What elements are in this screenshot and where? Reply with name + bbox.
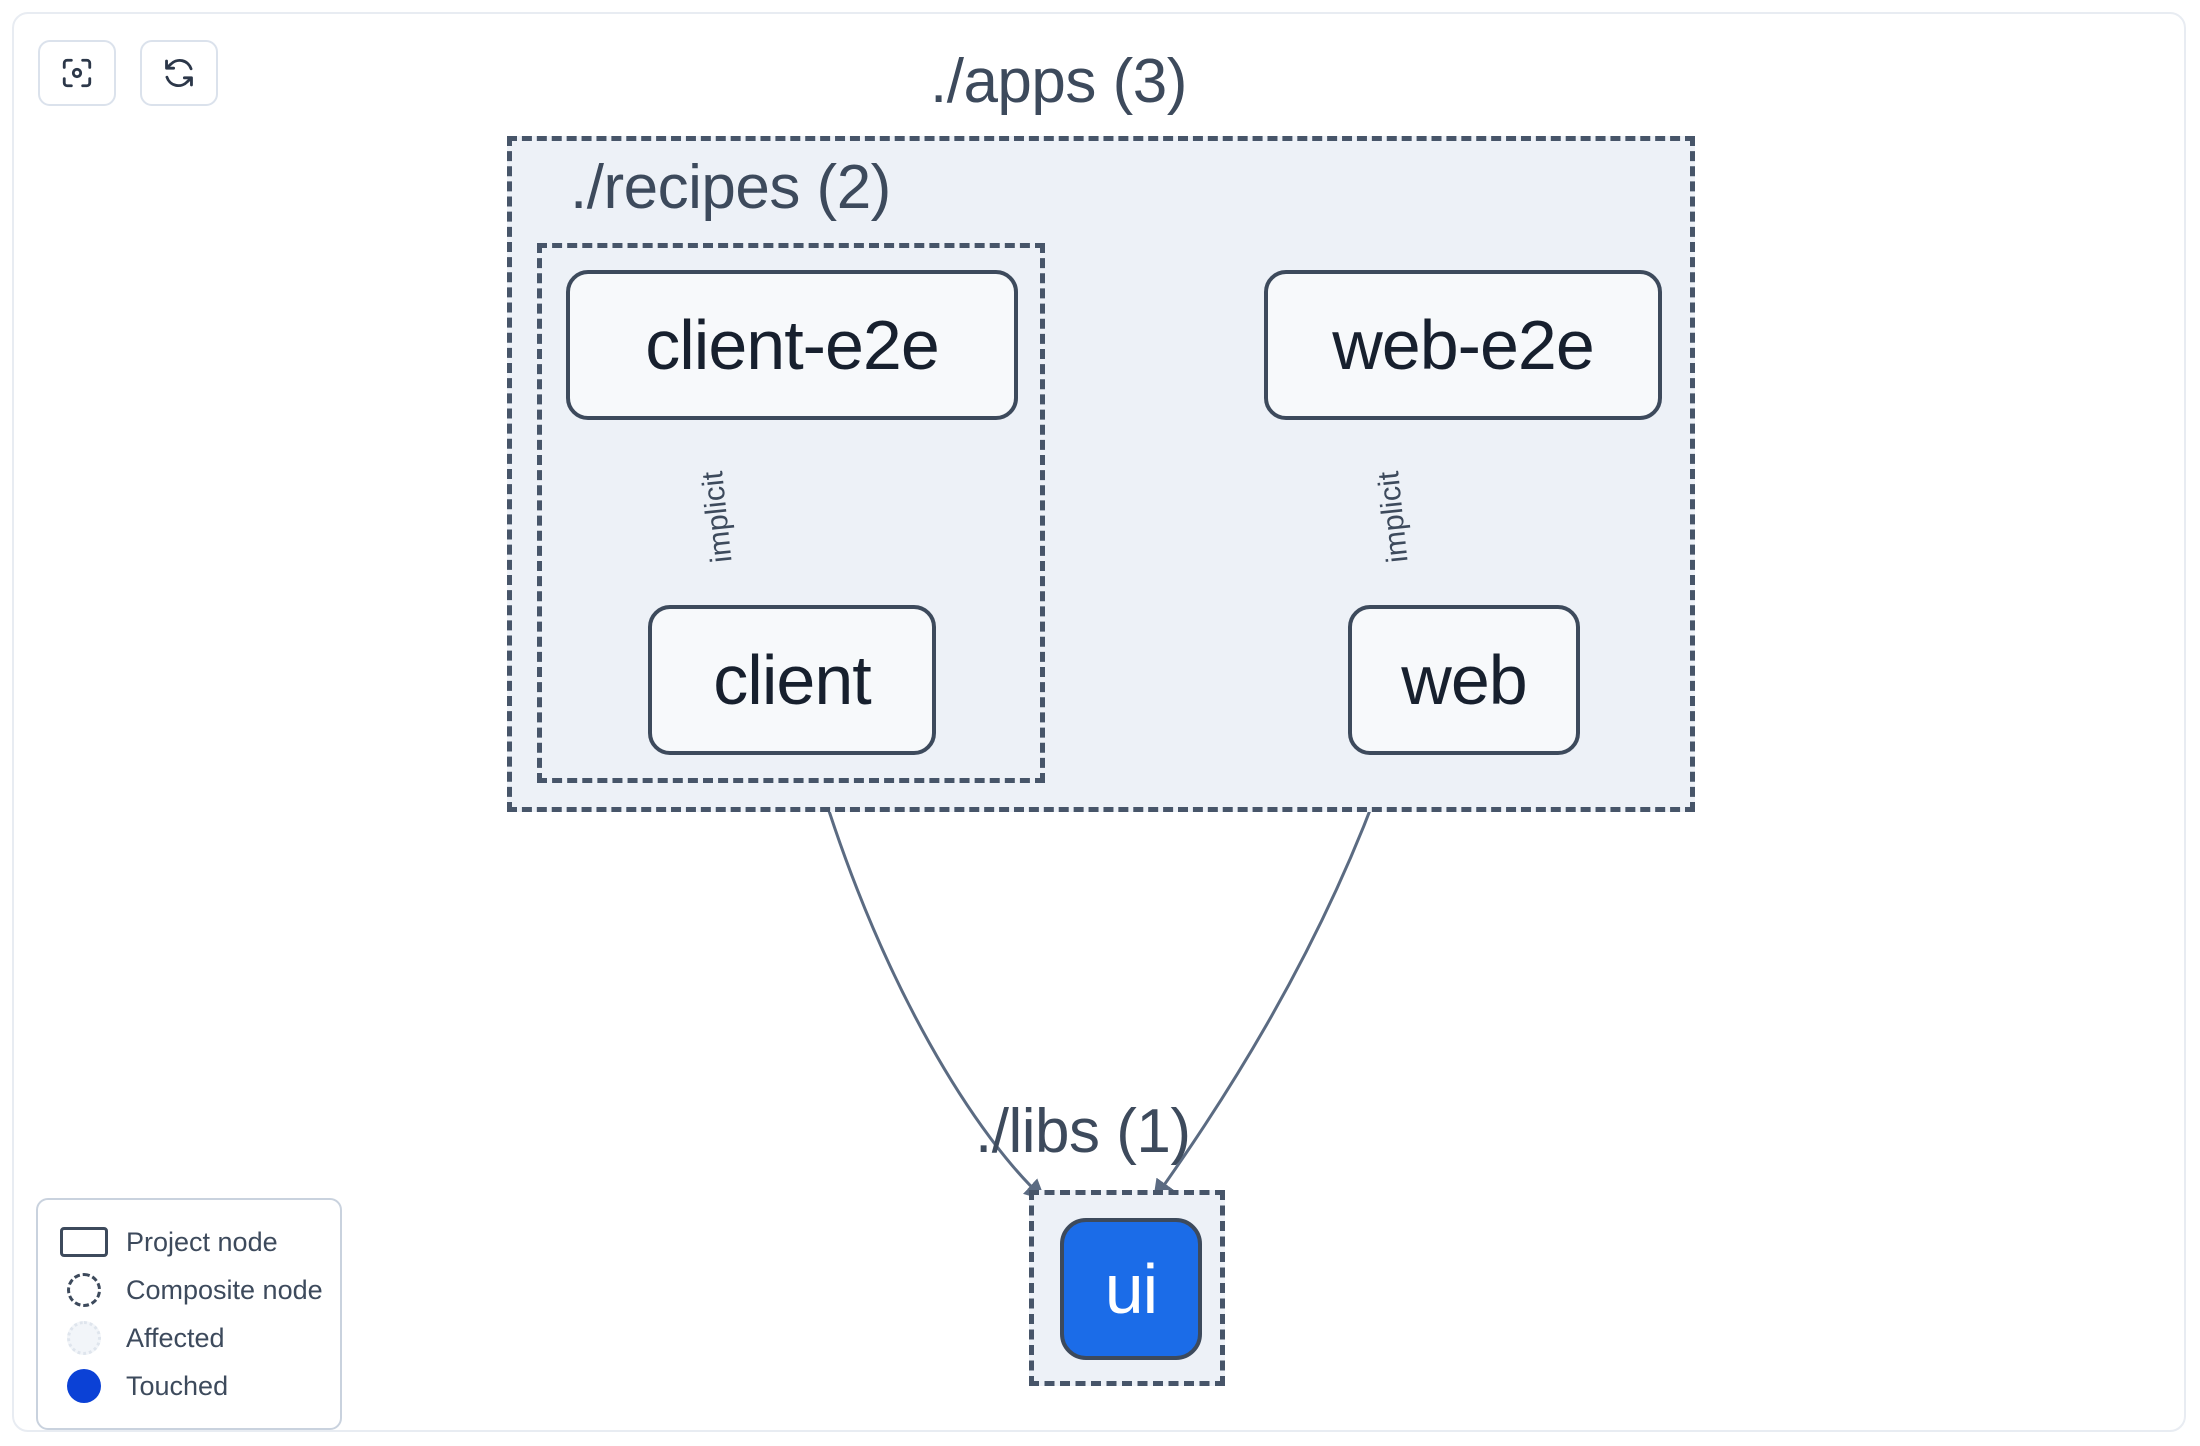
legend-item-composite-node: Composite node — [56, 1266, 323, 1314]
node-label: client-e2e — [645, 306, 940, 384]
legend-item-label: Project node — [126, 1226, 278, 1257]
legend-item-label: Touched — [126, 1370, 229, 1401]
affected-swatch — [56, 1321, 112, 1355]
legend-item-affected: Affected — [56, 1314, 320, 1362]
node-label: web-e2e — [1332, 306, 1595, 384]
project-node-swatch — [56, 1227, 112, 1257]
project-node-client-e2e[interactable]: client-e2e — [566, 270, 1018, 420]
focus-graph-button[interactable] — [38, 40, 116, 106]
node-label: ui — [1104, 1250, 1158, 1328]
composite-node-swatch — [56, 1273, 112, 1307]
project-node-ui[interactable]: ui — [1060, 1218, 1202, 1360]
refresh-graph-button[interactable] — [140, 40, 218, 106]
legend-panel: Project node Composite node Affected Tou… — [36, 1198, 342, 1430]
project-node-web[interactable]: web — [1348, 605, 1580, 755]
refresh-icon — [162, 56, 196, 90]
focus-scan-icon — [60, 56, 94, 90]
node-label: web — [1401, 641, 1527, 719]
legend-item-label: Affected — [126, 1322, 225, 1353]
project-node-web-e2e[interactable]: web-e2e — [1264, 270, 1662, 420]
graph-toolbar — [38, 40, 218, 106]
legend-item-label: Composite node — [126, 1274, 323, 1305]
legend-item-project-node: Project node — [56, 1218, 320, 1266]
node-label: client — [713, 641, 871, 719]
touched-swatch — [56, 1369, 112, 1403]
composite-label-libs: ./libs (1) — [975, 1097, 1191, 1166]
project-node-client[interactable]: client — [648, 605, 936, 755]
composite-label-apps: ./apps (3) — [930, 47, 1187, 116]
composite-label-recipes: ./recipes (2) — [570, 153, 891, 222]
legend-item-touched: Touched — [56, 1362, 320, 1410]
